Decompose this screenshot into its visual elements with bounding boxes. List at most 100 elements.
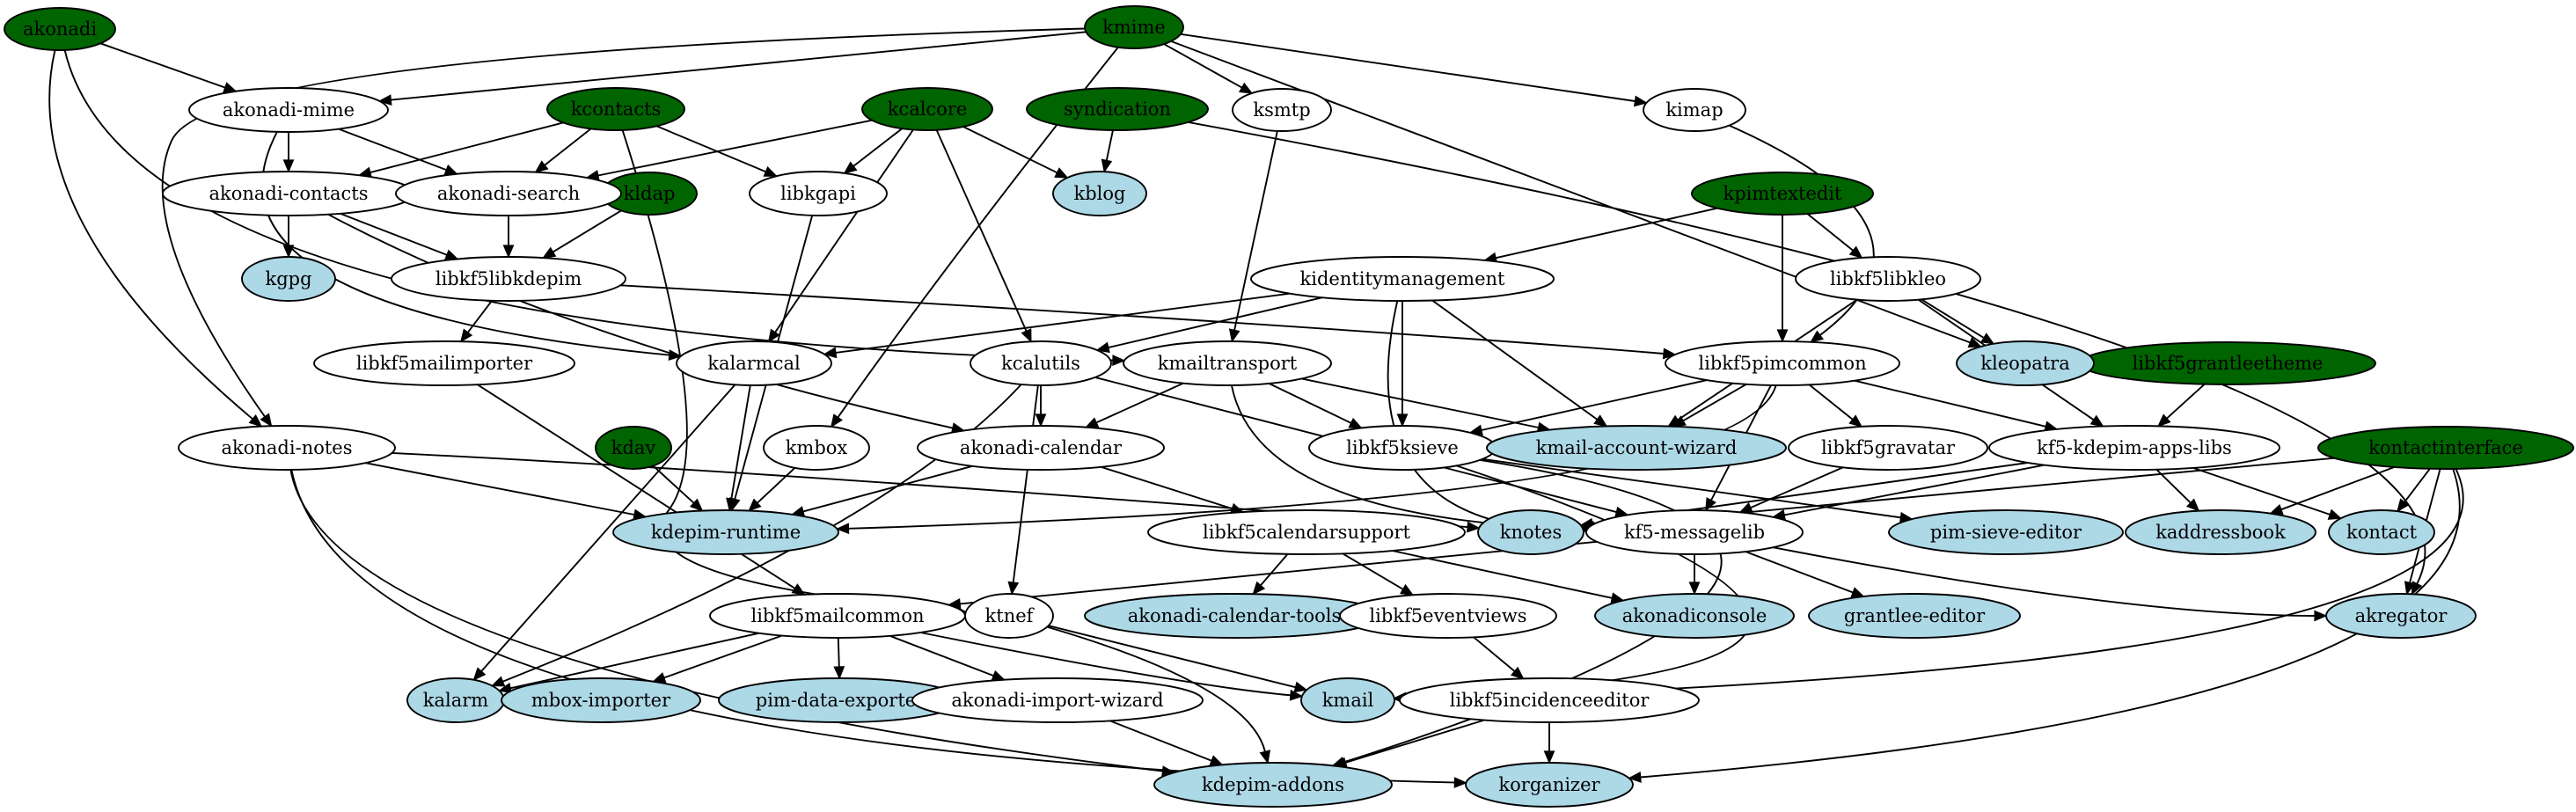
edge-line <box>63 49 1113 362</box>
edge-line <box>1046 625 1266 752</box>
edge-line <box>1682 383 1747 422</box>
arrowhead <box>1293 681 1308 693</box>
node-shape <box>964 593 1054 639</box>
edge-kmbox-to-kdepim-runtime <box>748 467 796 512</box>
arrowhead <box>1453 777 1467 788</box>
edge-line <box>1012 384 1039 583</box>
node-shape <box>1788 425 1988 471</box>
node-syndication: syndication <box>1026 87 1209 131</box>
node-akonadi-calendar-tools: akonadi-calendar-tools <box>1084 593 1385 639</box>
node-kgpg: kgpg <box>241 256 336 302</box>
edge-kidentitymanagement-to-kmail-account-wizard <box>1431 299 1608 428</box>
edge-kcalcore-to-kblog <box>962 126 1069 179</box>
edge-kf5-messagelib-to-akonadiconsole <box>1688 554 1701 596</box>
edge-kcalcore-to-libkgapi <box>843 128 903 174</box>
node-label: kontact <box>2346 522 2418 543</box>
arrowhead <box>260 413 273 428</box>
edge-libkf5mailcommon-to-pim-data-exporter <box>833 637 845 680</box>
edge-line <box>1109 720 1212 762</box>
edge-line <box>1108 296 1323 349</box>
edge-libkf5incidenceeditor-to-korganizer <box>1543 722 1555 764</box>
edge-kf5-kdepim-apps-libs-to-kontact <box>2192 467 2343 520</box>
node-kcalutils: kcalutils <box>970 340 1112 386</box>
node-shape <box>1300 677 1395 723</box>
edge-libkf5libkdepim-to-libkf5pimcommon <box>620 284 1677 360</box>
node-label: kcalcore <box>888 99 968 120</box>
edge-line <box>480 384 736 672</box>
node-label: akonadi-calendar-tools <box>1128 605 1341 626</box>
edge-kmime-to-ksmtp <box>1163 43 1254 94</box>
edge-kalarmcal-to-kdepim-runtime <box>726 384 751 512</box>
node-shape <box>4 7 116 51</box>
arrowhead <box>534 160 549 173</box>
arrowhead <box>1035 413 1047 428</box>
arrowhead <box>763 166 778 177</box>
edge-line <box>920 632 1291 697</box>
arrowhead <box>1228 328 1240 343</box>
node-label: korganizer <box>1498 774 1600 795</box>
edge-kdav-to-kdepim-runtime <box>652 465 704 512</box>
node-shape <box>1084 5 1184 49</box>
node-kcalcore: kcalcore <box>861 87 993 131</box>
node-label: akonadi-mime <box>223 99 355 121</box>
arrowhead <box>1543 750 1555 764</box>
arrowhead <box>843 161 858 174</box>
edge-line <box>1345 719 1485 764</box>
node-kpimtextedit: kpimtextedit <box>1691 172 1874 216</box>
arrowhead <box>1238 82 1254 94</box>
arrowhead <box>1007 581 1020 596</box>
node-pim-data-exporter: pim-data-exporter <box>718 677 962 723</box>
node-label: kcontacts <box>571 99 662 120</box>
arrowhead <box>2157 413 2171 428</box>
node-kontact: kontact <box>2328 509 2435 555</box>
arrowhead <box>1400 583 1415 596</box>
edge-kidentitymanagement-to-libkf5ksieve <box>1396 301 1409 428</box>
edge-line <box>889 634 994 677</box>
node-shape <box>1808 593 2021 639</box>
node-shape <box>1795 256 1981 302</box>
arrowhead <box>1289 689 1304 701</box>
arrowhead <box>472 667 487 681</box>
edge-line <box>1808 384 1854 421</box>
edge-kf5-kdepim-apps-libs-to-kaddressbook <box>2155 469 2200 512</box>
arrowhead <box>1628 772 1642 783</box>
edge-line <box>620 284 1665 355</box>
node-shape <box>2325 593 2477 639</box>
edge-kontactinterface-to-korganizer <box>1628 468 2461 783</box>
node-label: libkf5calendarsupport <box>1203 522 1411 543</box>
node-label: kmime <box>1102 17 1166 38</box>
node-shape <box>861 87 993 131</box>
arrowhead <box>1095 341 1110 354</box>
node-shape <box>1250 256 1555 302</box>
arrowhead <box>1348 417 1363 429</box>
edge-line <box>553 209 622 253</box>
edge-kcalcore-to-kalarmcal <box>767 128 914 343</box>
edge-line <box>327 213 954 429</box>
node-kmime: kmime <box>1084 5 1184 49</box>
node-label: grantlee-editor <box>1844 605 1986 626</box>
node-libkf5calendarsupport: libkf5calendarsupport <box>1147 509 1466 555</box>
node-label: kmailtransport <box>1158 353 1298 374</box>
edge-kf5-messagelib-to-akregator <box>1773 546 2328 622</box>
edge-line <box>391 31 1087 101</box>
edge-akonadi-mime-to-akonadi-search <box>338 128 458 175</box>
node-label: kalarm <box>423 690 489 711</box>
node-kleopatra: kleopatra <box>1956 340 2095 386</box>
node-shape <box>1585 509 1804 555</box>
node-shape <box>676 340 832 386</box>
arrowhead <box>1510 666 1525 680</box>
edge-line <box>1482 457 1901 519</box>
node-shape <box>188 87 389 133</box>
node-shape <box>178 425 396 471</box>
edge-line <box>962 126 1058 174</box>
edge-ktnef-to-kmail <box>1048 625 1308 693</box>
edge-kmime-to-kimap <box>1180 33 1648 107</box>
edge-line <box>621 129 955 612</box>
arrowhead <box>2314 610 2328 622</box>
edge-libkf5mailcommon-to-kmail <box>920 632 1304 701</box>
edge-akonadi-mime-to-akonadi-contacts <box>282 132 295 173</box>
edge-ktnef-to-kdepim-addons <box>1046 625 1271 764</box>
node-kaddressbook: kaddressbook <box>2125 509 2316 555</box>
edge-line <box>1473 636 1516 672</box>
